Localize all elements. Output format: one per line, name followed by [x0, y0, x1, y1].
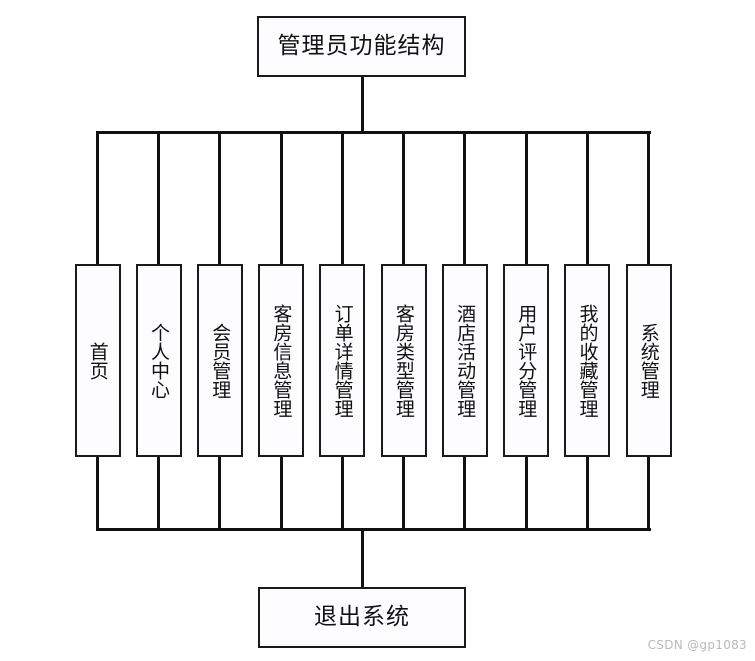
leaf-node-4[interactable]: 订单详情管理	[319, 264, 366, 457]
connector-drop-bottom-6	[463, 457, 467, 531]
connector-drop-bottom-5	[402, 457, 406, 531]
connector-drop-top-2	[218, 131, 222, 264]
terminal-node-label: 退出系统	[314, 604, 410, 630]
connector-drop-bottom-9	[647, 457, 650, 531]
leaf-node-label: 酒店活动管理	[454, 303, 477, 418]
root-node-admin-function-structure[interactable]: 管理员功能结构	[257, 16, 466, 77]
leaf-node-label: 客房类型管理	[392, 303, 415, 418]
connector-drop-top-0	[96, 131, 99, 264]
leaf-node-label: 客房信息管理	[270, 303, 293, 418]
connector-drop-top-8	[585, 131, 589, 264]
connector-drop-top-6	[463, 131, 467, 264]
leaf-node-label: 系统管理	[637, 322, 660, 399]
root-node-label: 管理员功能结构	[277, 33, 446, 59]
leaf-node-5[interactable]: 客房类型管理	[380, 264, 427, 457]
connector-drop-bottom-8	[585, 457, 589, 531]
leaf-node-label: 用户评分管理	[515, 303, 538, 418]
connector-drop-bottom-3	[279, 457, 283, 531]
connector-drop-top-4	[340, 131, 344, 264]
leaf-node-label: 首页	[86, 341, 109, 380]
connector-bottom-bus	[96, 528, 651, 531]
connector-drop-top-9	[647, 131, 650, 264]
leaf-node-label: 我的收藏管理	[576, 303, 599, 418]
connector-drop-bottom-0	[96, 457, 99, 531]
connector-drop-top-3	[279, 131, 283, 264]
connector-drop-top-5	[402, 131, 406, 264]
connector-top-bus	[96, 131, 651, 134]
connector-drop-bottom-1	[157, 457, 161, 531]
watermark-label: CSDN @gp1083	[647, 638, 747, 652]
leaf-node-3[interactable]: 客房信息管理	[258, 264, 305, 457]
connector-drop-top-1	[157, 131, 161, 264]
connector-drop-top-7	[524, 131, 528, 264]
leaf-node-6[interactable]: 酒店活动管理	[441, 264, 488, 457]
connector-drop-bottom-7	[524, 457, 528, 531]
connector-root-stem	[361, 77, 364, 133]
leaf-node-label: 个人中心	[147, 322, 170, 399]
terminal-node-logout[interactable]: 退出系统	[258, 587, 466, 648]
leaf-node-8[interactable]: 我的收藏管理	[564, 264, 611, 457]
connector-drop-bottom-4	[340, 457, 344, 531]
leaf-node-1[interactable]: 个人中心	[135, 264, 182, 457]
leaf-node-7[interactable]: 用户评分管理	[503, 264, 550, 457]
leaf-node-2[interactable]: 会员管理	[196, 264, 243, 457]
leaf-node-label: 订单详情管理	[331, 303, 354, 418]
connector-drop-bottom-2	[218, 457, 222, 531]
leaf-node-label: 会员管理	[209, 322, 232, 399]
connector-terminal-stem	[361, 528, 364, 588]
leaf-node-9[interactable]: 系统管理	[625, 264, 672, 457]
leaf-node-0[interactable]: 首页	[74, 264, 121, 457]
